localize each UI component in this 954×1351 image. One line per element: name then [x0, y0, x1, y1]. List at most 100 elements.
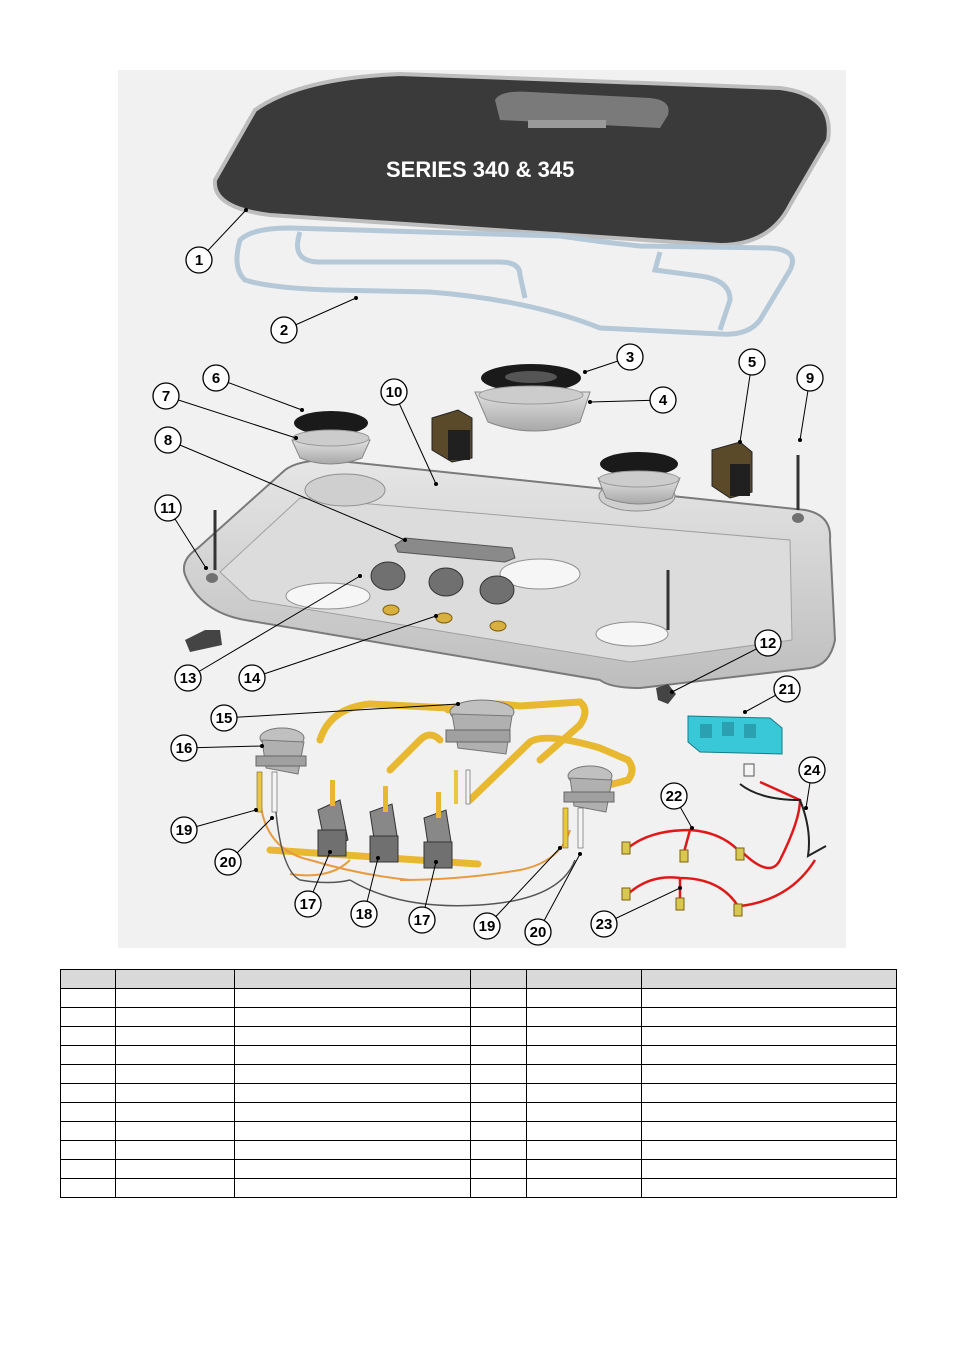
table-cell [526, 1007, 642, 1027]
callout-bubble [294, 890, 322, 918]
table-cell [641, 1178, 897, 1198]
callout-number: 6 [212, 370, 220, 387]
table-cell [60, 1083, 116, 1103]
callout-bubble [660, 782, 688, 810]
callout-leader [167, 439, 406, 541]
callout-number: 21 [779, 681, 796, 698]
callout-leader [671, 642, 769, 693]
callout-bubble [170, 734, 198, 762]
callout-number: 20 [220, 854, 237, 871]
callout-number: 8 [164, 432, 172, 449]
callout-leader-dot [588, 400, 592, 404]
callout-leader-dot [244, 208, 248, 212]
callout-number: 14 [244, 670, 261, 687]
table-cell [641, 1026, 897, 1046]
table-cell [641, 988, 897, 1008]
table-row [60, 1159, 897, 1179]
callout-bubble [754, 629, 782, 657]
table-row [60, 1026, 897, 1046]
callout-leader-dot [434, 860, 438, 864]
table-cell [234, 969, 471, 989]
table-cell [115, 1026, 235, 1046]
table-row [60, 988, 897, 1008]
table-cell [234, 1007, 471, 1027]
table-cell [526, 1140, 642, 1160]
diagram-title: SERIES 340 & 345 [386, 157, 574, 182]
exploded-parts-diagram: SERIES 340 & 345 [118, 70, 846, 948]
callout-number: 10 [386, 384, 403, 401]
electrodes [256, 769, 584, 849]
callout-leader-dot [678, 886, 682, 890]
callout-number: 19 [479, 918, 496, 935]
callout-leader-dot [300, 408, 304, 412]
callout-bubble [238, 664, 266, 692]
table-cell [526, 1083, 642, 1103]
table-cell [115, 988, 235, 1008]
callout-bubble [154, 426, 182, 454]
table-cell [115, 1121, 235, 1141]
table-cell [470, 1045, 527, 1065]
callout-leader-dot [798, 438, 802, 442]
parts-table [60, 969, 897, 1198]
callout-leader [223, 703, 459, 719]
callout-leader [165, 395, 297, 439]
table-header-row [60, 969, 897, 989]
callout-bubble [350, 900, 378, 928]
table-cell [60, 1178, 116, 1198]
wire-terminals [621, 763, 755, 917]
large-burner-rear [474, 364, 591, 432]
callout-leader-dot [270, 816, 274, 820]
small-burner-right [597, 452, 681, 505]
table-cell [234, 1178, 471, 1198]
callout-bubble [210, 704, 238, 732]
table-cell [526, 1102, 642, 1122]
callout-bubble [380, 378, 408, 406]
callout-number: 20 [530, 924, 547, 941]
callout-leader-dot [260, 744, 264, 748]
callout-leader-dot [738, 440, 742, 444]
table-cell [526, 1121, 642, 1141]
table-cell [234, 1083, 471, 1103]
small-burner-left [291, 411, 371, 465]
hinge-right [711, 441, 753, 499]
table-cell [526, 988, 642, 1008]
callout-number: 17 [414, 912, 431, 929]
callout-number: 9 [806, 370, 814, 387]
electrode-wires [274, 799, 576, 907]
table-row [60, 1007, 897, 1027]
table-cell [60, 1140, 116, 1160]
callout-leader-dot [578, 852, 582, 856]
callout-leader-dot [583, 370, 587, 374]
callout-bubble [270, 316, 298, 344]
callout-number: 4 [659, 392, 668, 409]
callout-number: 3 [626, 349, 634, 366]
table-cell [115, 1064, 235, 1084]
callout-leader-dot [690, 826, 694, 830]
table-cell [234, 1159, 471, 1179]
callout-number: 23 [596, 916, 613, 933]
callout-leader-dot [294, 436, 298, 440]
callout-bubble [154, 494, 182, 522]
callout-number: 11 [160, 500, 176, 517]
table-cell [641, 1045, 897, 1065]
ignition-module [687, 715, 783, 755]
table-row [60, 1178, 897, 1198]
callout-bubble [170, 816, 198, 844]
table-cell [60, 1064, 116, 1084]
callout-leader-dot [328, 850, 332, 854]
callout-leader-dot [254, 808, 258, 812]
callout-bubble [590, 910, 618, 938]
table-cell [234, 1102, 471, 1122]
table-cell [526, 1064, 642, 1084]
callout-bubble [524, 918, 552, 946]
table-cell [470, 1159, 527, 1179]
callout-leader-dot [558, 846, 562, 850]
callout-leader [187, 575, 361, 679]
table-cell [641, 1140, 897, 1160]
table-cell [234, 1140, 471, 1160]
callout-leader [215, 377, 303, 411]
lid: SERIES 340 & 345 [212, 71, 831, 248]
table-row [60, 1102, 897, 1122]
table-cell [526, 1026, 642, 1046]
hinge-left [431, 409, 473, 463]
